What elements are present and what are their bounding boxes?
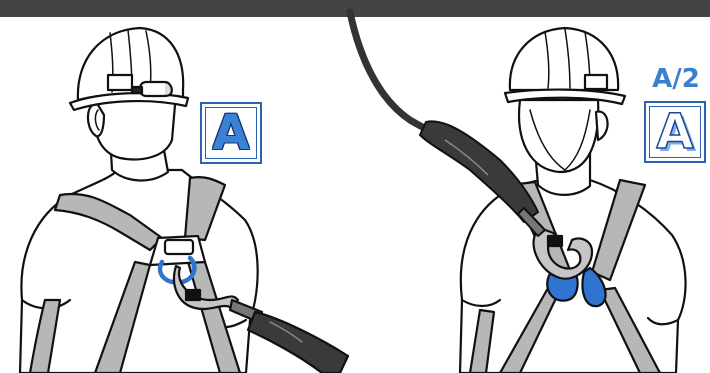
right-lanyard-rope	[350, 12, 430, 132]
badge-a2-icon: A	[644, 101, 706, 163]
badge-a-icon: A	[200, 102, 262, 164]
left-worker	[20, 28, 348, 373]
right-lanyard	[350, 12, 545, 236]
badge-a2-letter: A	[656, 108, 693, 156]
left-lanyard-absorber	[248, 312, 348, 373]
right-lanyard-absorber	[420, 121, 538, 222]
badge-a2-inner: A	[649, 106, 701, 158]
badge-a2-caption: A/2	[645, 64, 707, 94]
right-ear	[596, 112, 608, 140]
badge-a-inner: A	[205, 107, 257, 159]
badge-a-letter: A	[212, 109, 249, 157]
